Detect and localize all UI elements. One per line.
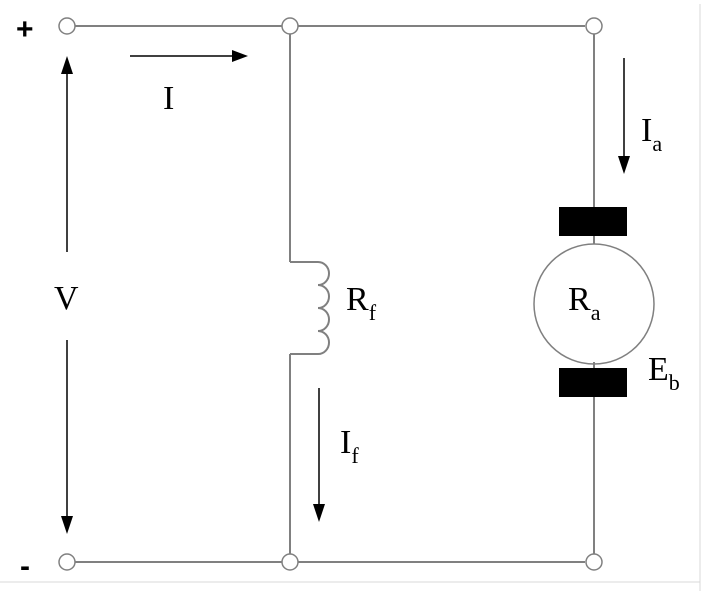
armature-top-node xyxy=(585,17,603,35)
back-emf-main: E xyxy=(648,351,669,388)
armature-current-main: I xyxy=(641,112,652,149)
field-resistance-label: Rf xyxy=(346,281,377,325)
terminal-positive-node xyxy=(58,17,76,35)
armature-resistance-label: Ra xyxy=(568,281,601,325)
voltage-label: V xyxy=(54,280,79,317)
minus-sign: - xyxy=(20,550,30,583)
junction-top xyxy=(281,17,299,35)
plus-sign: + xyxy=(16,13,34,46)
supply-current-label: I xyxy=(163,80,174,117)
field-current-arrow-head xyxy=(313,504,325,522)
voltage-arrow-head-down xyxy=(61,516,73,534)
field-current-label: If xyxy=(340,424,359,468)
armature-resistance-main: R xyxy=(568,281,591,318)
armature-resistance-sub: a xyxy=(591,300,601,325)
supply-current-arrow-head xyxy=(232,50,248,62)
brush-bottom xyxy=(559,368,627,397)
voltage-arrow-head-up xyxy=(61,56,73,74)
field-current-sub: f xyxy=(351,443,359,468)
field-resistance-sub: f xyxy=(369,300,377,325)
junction-bottom xyxy=(281,553,299,571)
back-emf-label: Eb xyxy=(648,351,680,395)
field-current-main: I xyxy=(340,424,351,461)
armature-current-arrow-head xyxy=(618,156,630,174)
armature-current-label: Ia xyxy=(641,112,662,156)
field-resistance-main: R xyxy=(346,281,369,318)
armature-current-sub: a xyxy=(652,131,662,156)
brush-top xyxy=(559,207,627,236)
field-coil xyxy=(317,261,330,355)
terminal-negative-node xyxy=(58,553,76,571)
armature-bottom-node xyxy=(585,553,603,571)
back-emf-sub: b xyxy=(669,370,680,395)
